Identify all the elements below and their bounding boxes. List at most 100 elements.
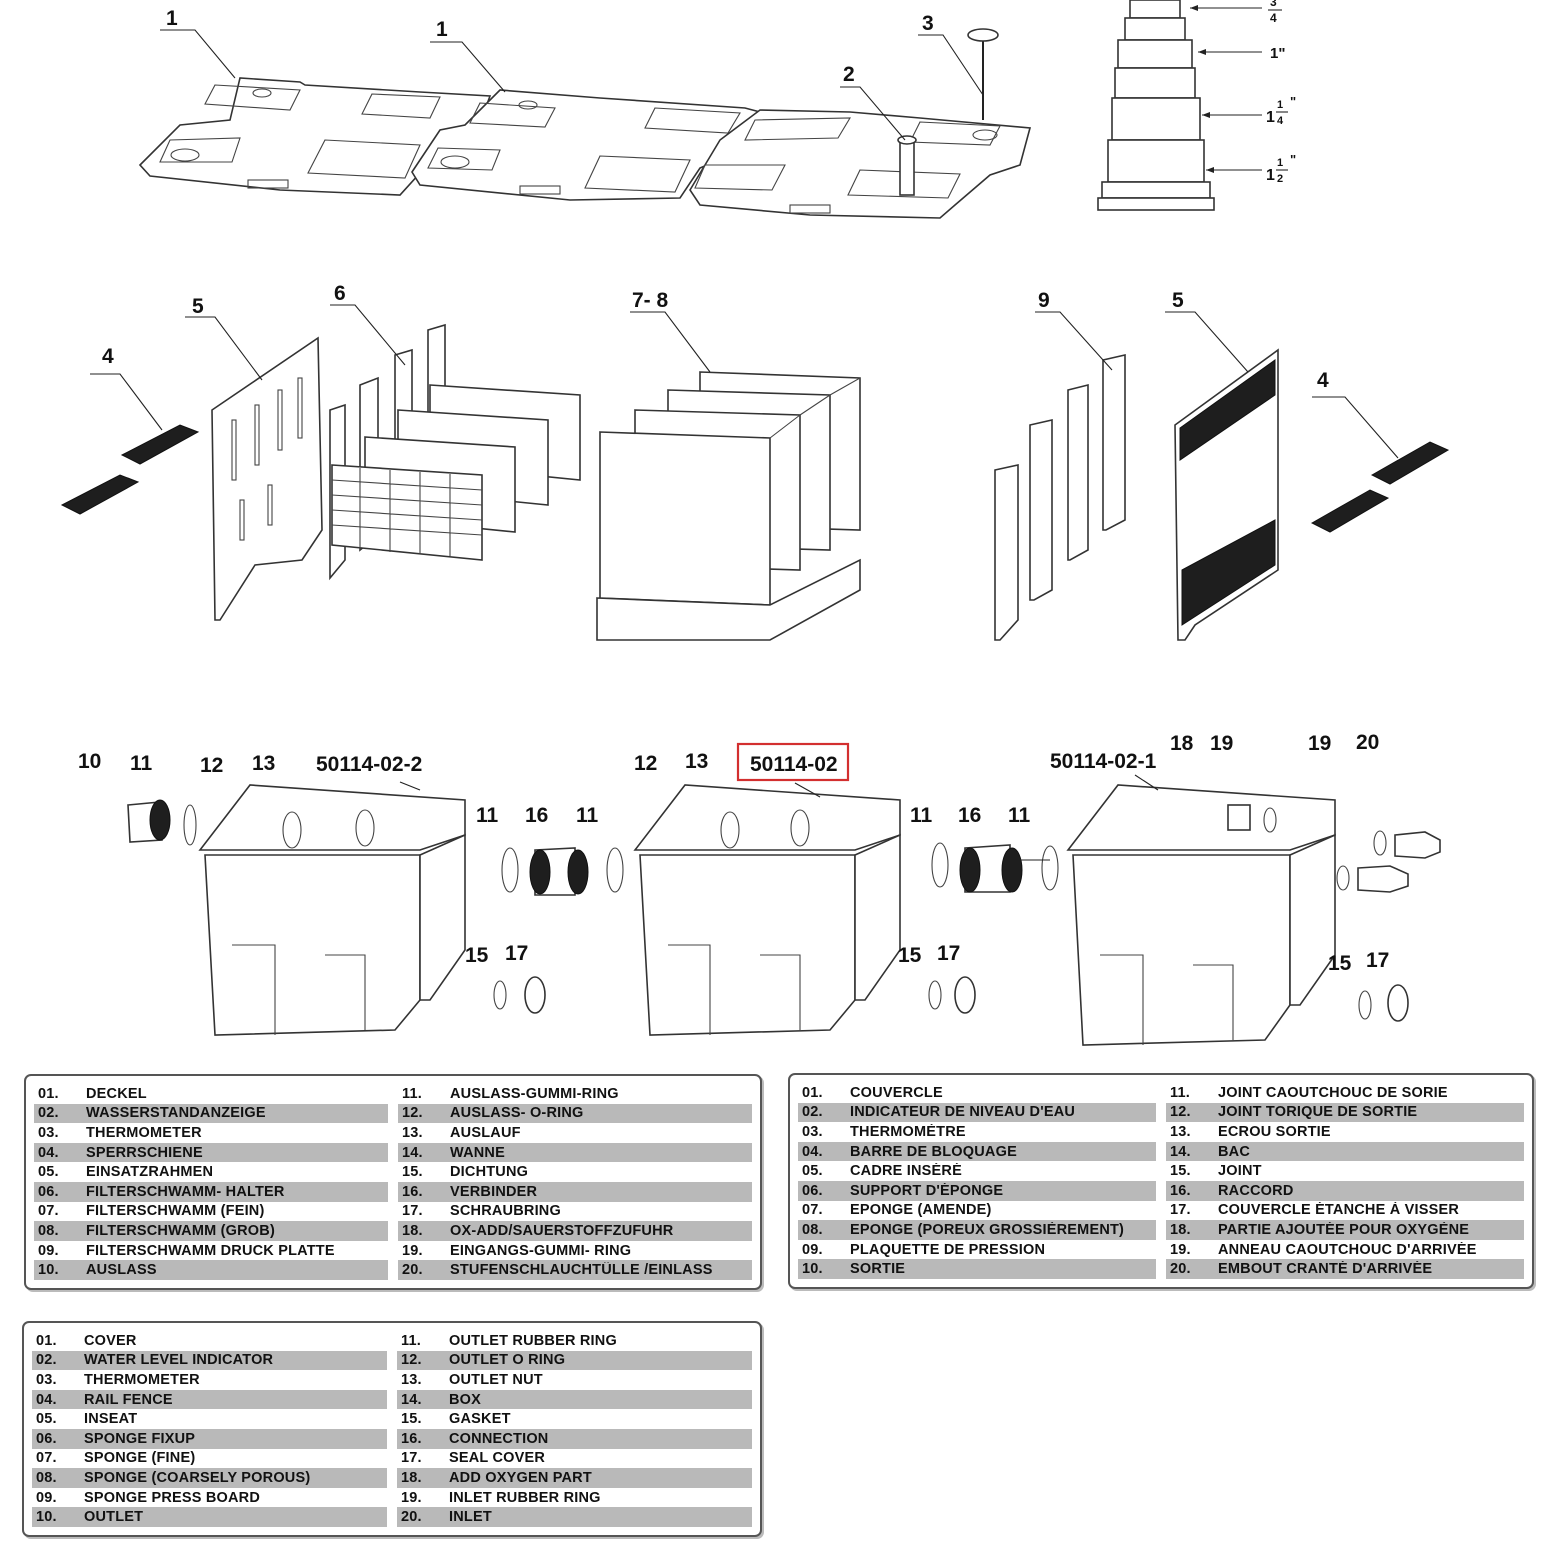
legend-item-number: 11. xyxy=(402,1085,422,1102)
legend-item-text: WANNE xyxy=(450,1144,505,1161)
legend-item-text: CONNECTION xyxy=(449,1430,549,1447)
hose-size-labels: 3 4 1" 1 1 4 " 1 1 2 " xyxy=(1266,0,1296,185)
callout-17b: 17 xyxy=(937,942,960,965)
legend-item-text: EPONGE (AMENDE) xyxy=(850,1202,992,1219)
callout-15b: 15 xyxy=(898,944,922,967)
legend-item-number: 09. xyxy=(36,1489,57,1506)
leader-lines xyxy=(90,29,1399,861)
legend-item-number: 02. xyxy=(802,1104,823,1121)
size-3-4-num: 3 xyxy=(1270,0,1277,9)
callout-4b: 4 xyxy=(1317,369,1329,392)
legend-item-number: 07. xyxy=(38,1203,59,1220)
legend-row: 16. CONNECTION xyxy=(397,1428,752,1449)
callout-20: 20 xyxy=(1356,731,1379,754)
legend-item-text: EINGANGS-GUMMI- RING xyxy=(450,1242,632,1259)
legend-row: 01.DECKEL xyxy=(34,1084,388,1104)
legend-row: 18.PARTIE AJOUTÉE POUR OXYGÈNE xyxy=(1166,1220,1524,1240)
legend-item-number: 03. xyxy=(36,1371,57,1388)
callout-6: 6 xyxy=(334,282,346,305)
legend-row: 20.EMBOUT CRANTÉ D'ARRIVÉE xyxy=(1166,1259,1524,1279)
legend-item-text: BOX xyxy=(449,1391,482,1408)
legend-row: 16. VERBINDER xyxy=(398,1181,752,1202)
legend-item-text: BAC xyxy=(1218,1143,1251,1160)
legend-item-number: 02. xyxy=(36,1352,57,1369)
legend-item-text: SPERRSCHIENE xyxy=(86,1144,203,1161)
legend-item-number: 05. xyxy=(36,1411,57,1428)
legend-item-text: WASSERSTANDANZEIGE xyxy=(86,1105,266,1122)
legend-item-text: GASKET xyxy=(449,1411,511,1428)
model-50114-02-1: 50114-02-1 xyxy=(1050,750,1157,773)
legend-item-number: 10. xyxy=(36,1509,57,1526)
legend-row: 08.FILTERSCHWAMM (GROB) xyxy=(34,1221,388,1241)
callout-11d: 11 xyxy=(910,804,933,827)
legend-item-number: 01. xyxy=(802,1084,823,1101)
legend-item-text: EINSATZRAHMEN xyxy=(86,1164,214,1181)
legend-item-text: FILTERSCHWAMM (FEIN) xyxy=(86,1203,265,1220)
callout-11b: 11 xyxy=(476,804,499,827)
legend-item-text: VERBINDER xyxy=(450,1183,538,1200)
callout-10: 10 xyxy=(78,750,101,773)
legend-row: 05.INSEAT xyxy=(32,1409,387,1429)
callout-3: 3 xyxy=(922,12,934,35)
inseat-frame-right xyxy=(1174,348,1279,641)
legend-row: 03.THERMOMETER xyxy=(34,1123,388,1143)
legend-item-number: 11. xyxy=(1170,1084,1190,1101)
legend-item-text: INLET xyxy=(449,1509,492,1526)
legend-row: 13.OUTLET NUT xyxy=(397,1370,752,1390)
legend-row: 19.ANNEAU CAOUTCHOUC D'ARRIVÉE xyxy=(1166,1240,1524,1260)
legend-row: 04.RAIL FENCE xyxy=(32,1389,387,1410)
legend-item-text: ANNEAU CAOUTCHOUC D'ARRIVÉE xyxy=(1218,1241,1477,1258)
legend-item-text: JOINT CAOUTCHOUC DE SORIE xyxy=(1218,1084,1448,1101)
legend-item-number: 17. xyxy=(1170,1202,1191,1219)
legend-item-text: SEAL COVER xyxy=(449,1450,546,1467)
legend-item-number: 16. xyxy=(1170,1182,1191,1199)
legend-item-number: 08. xyxy=(38,1222,59,1239)
legend-item-number: 04. xyxy=(36,1391,57,1408)
legend-item-text: COUVERCLE xyxy=(850,1084,943,1101)
legend-item-text: AUSLASS-GUMMI-RING xyxy=(450,1085,619,1102)
legend-item-number: 09. xyxy=(802,1241,823,1258)
legend-item-number: 01. xyxy=(38,1085,59,1102)
legend-row: 10.SORTIE xyxy=(798,1259,1156,1279)
legend-row: 06.SUPPORT D'ÉPONGE xyxy=(798,1180,1156,1201)
size-1-1-2-num: 1 xyxy=(1277,157,1283,169)
callout-15c: 15 xyxy=(1328,952,1352,975)
legend-item-number: 04. xyxy=(802,1143,823,1160)
legend-row: 11. AUSLASS-GUMMI-RING xyxy=(398,1084,752,1104)
legend-item-number: 10. xyxy=(802,1261,823,1278)
legend-item-text: SCHRAUBRING xyxy=(450,1203,561,1220)
callout-18: 18 xyxy=(1170,732,1194,755)
legend-row: 06. SPONGE FIXUP xyxy=(32,1428,387,1449)
cover-panels xyxy=(138,28,1032,219)
legend-row: 17.SEAL COVER xyxy=(397,1449,752,1469)
legend-row: 13.AUSLAUF xyxy=(398,1123,752,1143)
box-middle xyxy=(633,784,901,1036)
legend-item-text: SPONGE FIXUP xyxy=(84,1430,196,1447)
legend-item-number: 15. xyxy=(401,1411,422,1428)
legend-row: 13.ECROU SORTIE xyxy=(1166,1122,1524,1142)
legend-row: 01. COUVERCLE xyxy=(798,1083,1156,1103)
model-highlight-box xyxy=(736,742,850,782)
legend-item-number: 16. xyxy=(401,1430,422,1447)
model-50114-02: 50114-02 xyxy=(750,753,838,776)
legend-item-number: 01. xyxy=(36,1332,57,1349)
size-1-1-2-mark: " xyxy=(1290,152,1296,167)
legend-item-text: FILTERSCHWAMM- HALTER xyxy=(86,1183,285,1200)
callout-13a: 13 xyxy=(252,752,275,775)
legend-item-number: 06. xyxy=(36,1430,57,1447)
rail-fence-left xyxy=(60,424,200,515)
size-3-4-den: 4 xyxy=(1270,11,1277,25)
legend-item-number: 08. xyxy=(36,1469,57,1486)
legend-item-text: AUSLAUF xyxy=(450,1124,521,1141)
callout-17c: 17 xyxy=(1366,949,1389,972)
legend-row: 16.RACCORD xyxy=(1166,1180,1524,1201)
legend-item-number: 16. xyxy=(402,1183,423,1200)
legend-item-number: 06. xyxy=(38,1183,59,1200)
